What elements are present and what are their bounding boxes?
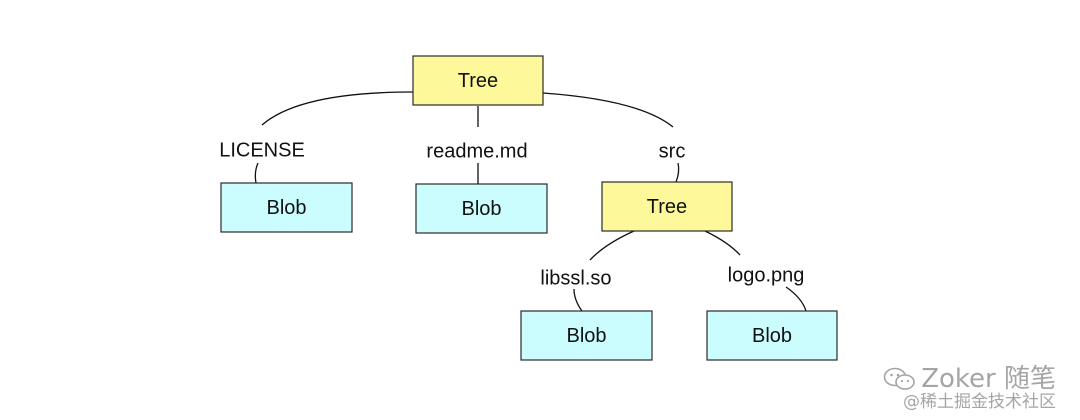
blob-box [415, 183, 548, 234]
edge-label-logo-blob: logo.png [728, 264, 805, 286]
edge-src-tree: src [542, 92, 686, 183]
blob-label: Blob [461, 198, 501, 220]
edge-label-license-blob: LICENSE [219, 139, 305, 161]
watermark-brand: Zoker 随笔 [921, 363, 1056, 394]
edges-layer: LICENSE readme.md src libssl.so logo.png [219, 91, 807, 312]
tree-label: Tree [458, 70, 498, 92]
edge-line-logo-blob-2 [785, 286, 807, 312]
blob-label: Blob [266, 197, 306, 219]
edge-line-license-blob-1 [261, 91, 414, 126]
edge-label-src-tree: src [659, 140, 686, 162]
blob-label: Blob [752, 325, 792, 347]
watermark-subtitle: @稀土掘金技术社区 [903, 392, 1056, 413]
blob-box [706, 310, 838, 361]
edge-logo-blob: logo.png [704, 230, 807, 312]
node-logo-blob: Blob [706, 310, 838, 361]
wechat-icon [883, 367, 915, 390]
edge-label-libssl-blob: libssl.so [540, 267, 611, 289]
node-license-blob: Blob [220, 182, 353, 233]
node-libssl-blob: Blob [520, 310, 653, 361]
edge-line-libssl-blob-2 [573, 288, 583, 312]
edge-readme-blob: readme.md [426, 106, 528, 184]
node-src-tree: Tree [601, 181, 733, 232]
blob-box [520, 310, 653, 361]
tree-box [601, 181, 733, 232]
edge-libssl-blob: libssl.so [540, 230, 635, 312]
blob-label: Blob [566, 325, 606, 347]
edge-line-libssl-blob-1 [589, 230, 635, 261]
edge-line-src-tree-1 [542, 92, 674, 128]
blob-box [220, 182, 353, 233]
edge-line-logo-blob-1 [704, 230, 741, 256]
node-root: Tree [412, 55, 544, 106]
tree-box [412, 55, 544, 106]
edge-license-blob: LICENSE [219, 91, 414, 184]
edge-line-license-blob-2 [254, 162, 259, 184]
tree-label: Tree [647, 196, 687, 218]
node-readme-blob: Blob [415, 183, 548, 234]
edge-label-readme-blob: readme.md [426, 140, 527, 162]
edge-line-src-tree-2 [675, 162, 680, 183]
watermark: Zoker 随笔 @稀土掘金技术社区 [883, 365, 1056, 412]
watermark-brand-row: Zoker 随笔 [883, 365, 1056, 394]
